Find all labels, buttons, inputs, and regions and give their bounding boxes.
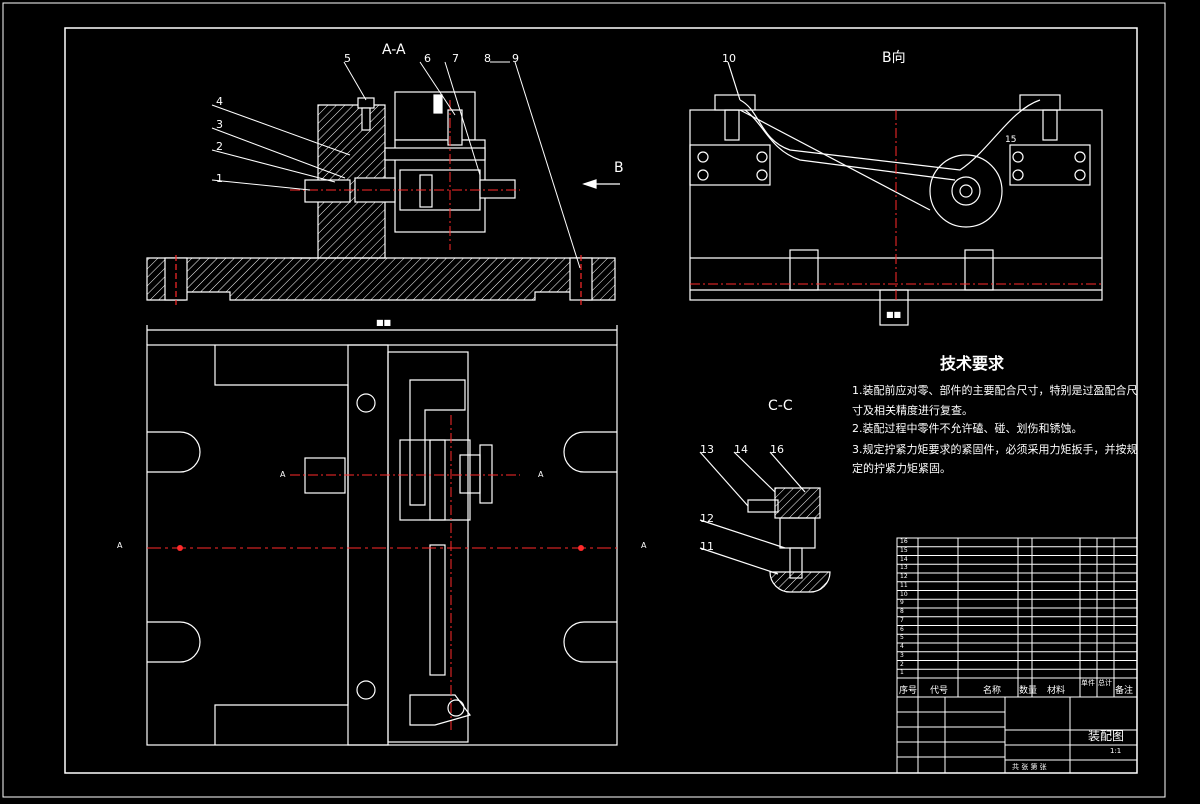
callout-4: 4 xyxy=(216,95,223,108)
plan-view xyxy=(146,325,618,746)
bom-row-number: 15 xyxy=(900,546,908,554)
callout-13: 13 xyxy=(700,443,714,456)
bom-header-cell: 材料 xyxy=(1047,686,1066,696)
bom-header-cell: 单件 xyxy=(1081,679,1095,687)
bom-row-number: 7 xyxy=(900,616,904,624)
callout-1: 1 xyxy=(216,172,223,185)
bom-row-number: 3 xyxy=(900,651,904,659)
arrow-b-label: B xyxy=(614,160,624,176)
callout-3: 3 xyxy=(216,118,223,131)
bom-row-number: 8 xyxy=(900,608,904,615)
callout-10: 10 xyxy=(722,52,736,65)
dimension-top: ■■ xyxy=(376,318,392,327)
tech-line: 定的拧紧力矩紧固。 xyxy=(852,462,951,475)
section-mark: A xyxy=(280,470,286,479)
bom-header-cell: 备注 xyxy=(1115,686,1134,696)
bom-row-number: 5 xyxy=(900,634,904,642)
callout-14: 14 xyxy=(734,443,748,456)
scale-value: 1:1 xyxy=(1110,747,1122,755)
section-aa-label: A-A xyxy=(382,42,406,58)
view-b-label: B向 xyxy=(882,50,906,66)
bom-row-number: 2 xyxy=(900,660,904,668)
callout-9: 9 xyxy=(512,52,519,65)
section-cc-label: C-C xyxy=(768,398,793,414)
bom-row-number: 1 xyxy=(900,669,904,677)
bom-row-number: 12 xyxy=(900,573,908,580)
inner-border xyxy=(64,27,1138,774)
bom-header-cell: 总计 xyxy=(1098,679,1112,687)
bom-row-number: 6 xyxy=(900,625,904,633)
bom-row-number: 4 xyxy=(900,643,904,650)
callout-2: 2 xyxy=(216,140,223,153)
outer-border xyxy=(2,2,1166,798)
title-block xyxy=(897,696,1137,773)
bom-header-cell: 名称 xyxy=(983,686,1002,696)
bom-header-cell: 序号 xyxy=(899,686,918,696)
callout-7: 7 xyxy=(452,52,459,65)
tech-heading: 技术要求 xyxy=(940,354,1005,373)
sheet-count: 共 张 第 张 xyxy=(1012,763,1047,771)
section-mark: A xyxy=(641,541,647,550)
drawing-name: 装配图 xyxy=(1088,729,1125,743)
bom-row-number: 14 xyxy=(900,555,908,563)
bom-row-number: 16 xyxy=(900,538,908,545)
tech-line: 3.规定拧紧力矩要求的紧固件，必须采用力矩扳手，并按规 xyxy=(852,443,1138,456)
bom-row-number: 11 xyxy=(900,581,908,589)
callout-16: 16 xyxy=(770,443,784,456)
callout-12: 12 xyxy=(700,512,714,525)
dimension-right: ■■ xyxy=(886,310,902,319)
callout-8: 8 xyxy=(484,52,491,65)
bom-row-number: 10 xyxy=(900,590,908,598)
bom-row-number: 9 xyxy=(900,599,904,607)
callout-5: 5 xyxy=(344,52,351,65)
section-cc-view xyxy=(699,451,831,593)
view-b xyxy=(689,61,1103,326)
bom-header-cell: 代号 xyxy=(930,686,949,696)
section-mark: A xyxy=(538,470,544,479)
bom-header-cell: 数量 xyxy=(1019,686,1038,696)
callout-6: 6 xyxy=(424,52,431,65)
bom-table xyxy=(896,537,1138,774)
callout-15: 15 xyxy=(1005,135,1017,145)
tech-line: 1.装配前应对零、部件的主要配合尺寸，特别是过盈配合尺 xyxy=(852,384,1138,397)
tech-line: 2.装配过程中零件不允许磕、碰、划伤和锈蚀。 xyxy=(852,422,1083,435)
section-aa-leaders xyxy=(211,61,581,269)
tech-line: 寸及相关精度进行复查。 xyxy=(852,404,973,417)
bom-row-number: 13 xyxy=(900,564,908,572)
callout-11: 11 xyxy=(700,540,714,553)
section-mark: A xyxy=(117,541,123,550)
section-aa-view xyxy=(146,91,620,305)
